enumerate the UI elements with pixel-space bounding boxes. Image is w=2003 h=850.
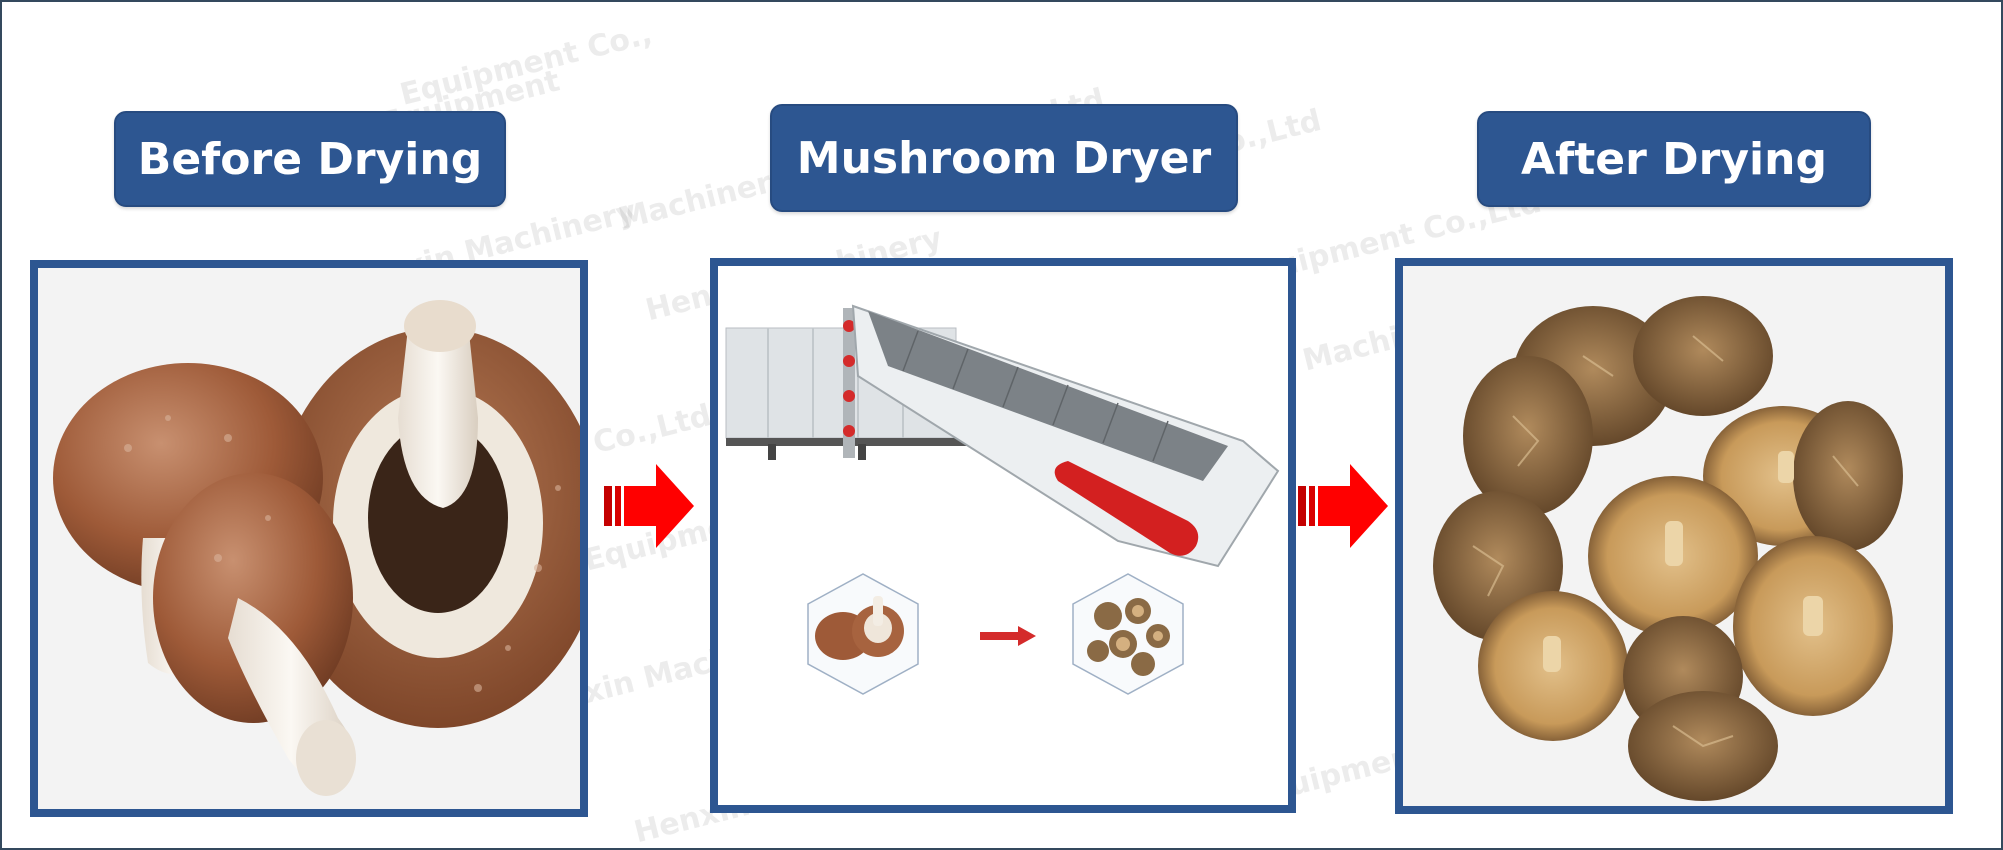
right-arrow-icon: [604, 464, 694, 548]
fresh-mushroom-icon: [53, 300, 580, 796]
after-drying-label: After Drying: [1477, 111, 1871, 207]
before-drying-panel: [30, 260, 588, 817]
after-drying-panel: [1395, 258, 1953, 814]
watermark: Co.,Ltd: [589, 397, 715, 462]
right-arrow-icon: [1298, 464, 1388, 548]
dried-mushroom-icon: [1433, 296, 1903, 801]
belt-dryer-icon: [725, 304, 1280, 695]
mushroom-dryer-panel: [710, 258, 1296, 813]
watermark: Equipment Co.,: [396, 16, 656, 113]
before-drying-label: Before Drying: [114, 111, 506, 207]
mushroom-dryer-label: Mushroom Dryer: [770, 104, 1238, 212]
watermark: Machi: [1299, 320, 1405, 379]
